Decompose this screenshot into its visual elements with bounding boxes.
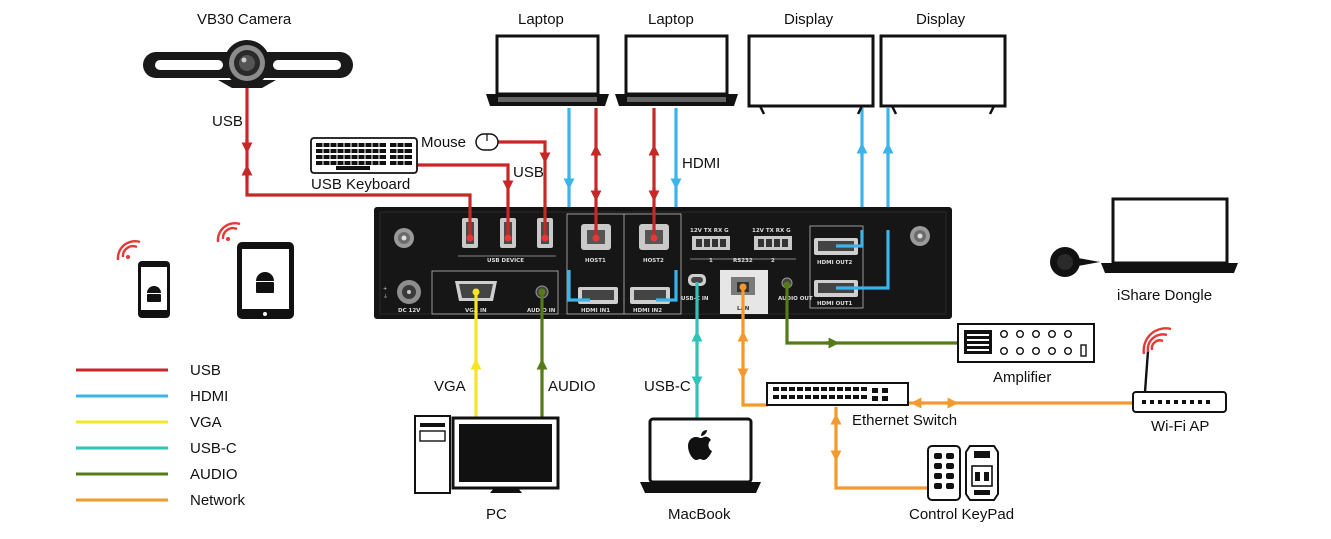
keyboard-label: USB Keyboard	[311, 176, 410, 193]
wifi-label: Wi-Fi AP	[1151, 418, 1209, 435]
pc: PC	[414, 415, 560, 523]
rs232-ports: 12V TX RX G 12V TX RX G 1 RS232 2	[690, 228, 796, 264]
amplifier-label: Amplifier	[993, 369, 1051, 386]
svg-text:AUDIO OUT: AUDIO OUT	[778, 296, 813, 302]
switch-label: Ethernet Switch	[852, 412, 957, 429]
macbook-label: MacBook	[668, 506, 731, 523]
ishare-dongle: iShare Dongle	[1050, 197, 1238, 304]
audio-label: AUDIO	[548, 378, 596, 395]
laptop-1: Laptop	[486, 11, 609, 106]
android-phone	[116, 240, 170, 318]
android-tablet	[216, 222, 294, 319]
legend-label-1: HDMI	[190, 388, 228, 405]
camera-label: VB30 Camera	[197, 11, 292, 28]
hdmi-out2-port: HDMI OUT2	[814, 238, 858, 266]
hdmi-label: HDMI	[682, 155, 720, 172]
svg-text:2: 2	[771, 258, 775, 264]
legend-label-2: VGA	[190, 414, 222, 431]
antenna-left-connector	[394, 228, 414, 248]
legend-label-0: USB	[190, 362, 221, 379]
display1-label: Display	[784, 11, 834, 28]
display-1: Display	[747, 11, 875, 115]
usbc-in-port: USB-C IN	[681, 274, 709, 302]
usb-mouse-cable	[498, 140, 547, 238]
host1-label: HOST1	[585, 258, 606, 264]
amplifier: Amplifier	[957, 323, 1095, 386]
switcher-unit: +⏚ DC 12V USB DEVICE HOST1 HOST2 HDMI IN…	[374, 207, 952, 319]
dc-label: DC 12V	[398, 308, 421, 314]
wifi-ap: Wi-Fi AP	[1132, 327, 1227, 435]
hdmi-in1-label: HDMI IN1	[581, 308, 610, 314]
hdmi-out1-label: HDMI OUT1	[817, 301, 852, 307]
network-cables	[737, 287, 1132, 490]
legend-label-3: USB-C	[190, 440, 237, 457]
mouse-label: Mouse	[421, 134, 466, 151]
svg-text:12V TX RX G: 12V TX RX G	[690, 228, 729, 234]
usb-camera-label: USB	[212, 113, 243, 130]
legend: USB HDMI VGA USB-C AUDIO Network	[76, 362, 246, 509]
usb-device-label: USB DEVICE	[487, 258, 524, 264]
display2-label: Display	[916, 11, 966, 28]
apple-logo-icon	[688, 430, 712, 460]
display-2: Display	[879, 11, 1007, 115]
legend-label-4: AUDIO	[190, 466, 238, 483]
legend-label-5: Network	[190, 492, 246, 509]
hdmi-out2-label: HDMI OUT2	[817, 260, 852, 266]
usbc-in-label: USB-C IN	[681, 296, 709, 302]
svg-text:12V TX RX G: 12V TX RX G	[752, 228, 791, 234]
dc-power-jack: +⏚ DC 12V	[383, 280, 421, 314]
ishare-label: iShare Dongle	[1117, 287, 1212, 304]
vga-label: VGA	[434, 378, 466, 395]
hdmi-out1-port: HDMI OUT1	[814, 280, 858, 307]
laptop2-label: Laptop	[648, 11, 694, 28]
keypad-label: Control KeyPad	[909, 506, 1014, 523]
macbook: MacBook	[640, 417, 761, 523]
usb-keyboard: USB Keyboard	[310, 137, 418, 193]
hdmi-in2-label: HDMI IN2	[633, 308, 662, 314]
host2-label: HOST2	[643, 258, 664, 264]
mouse: Mouse	[421, 133, 499, 151]
svg-text:⏚: ⏚	[383, 293, 388, 300]
pc-label: PC	[486, 506, 507, 523]
svg-text:+: +	[383, 286, 387, 292]
usbc-label: USB-C	[644, 378, 691, 395]
svg-text:1: 1	[709, 258, 713, 264]
rs232-label: RS232	[733, 258, 753, 264]
laptop-2: Laptop	[615, 11, 738, 106]
ethernet-switch: Ethernet Switch	[766, 382, 957, 429]
usb-hub-label: USB	[513, 164, 544, 181]
vb30-camera: VB30 Camera	[143, 11, 353, 88]
control-keypad: Control KeyPad	[909, 445, 1014, 523]
antenna-right-connector	[910, 226, 930, 246]
laptop1-label: Laptop	[518, 11, 564, 28]
